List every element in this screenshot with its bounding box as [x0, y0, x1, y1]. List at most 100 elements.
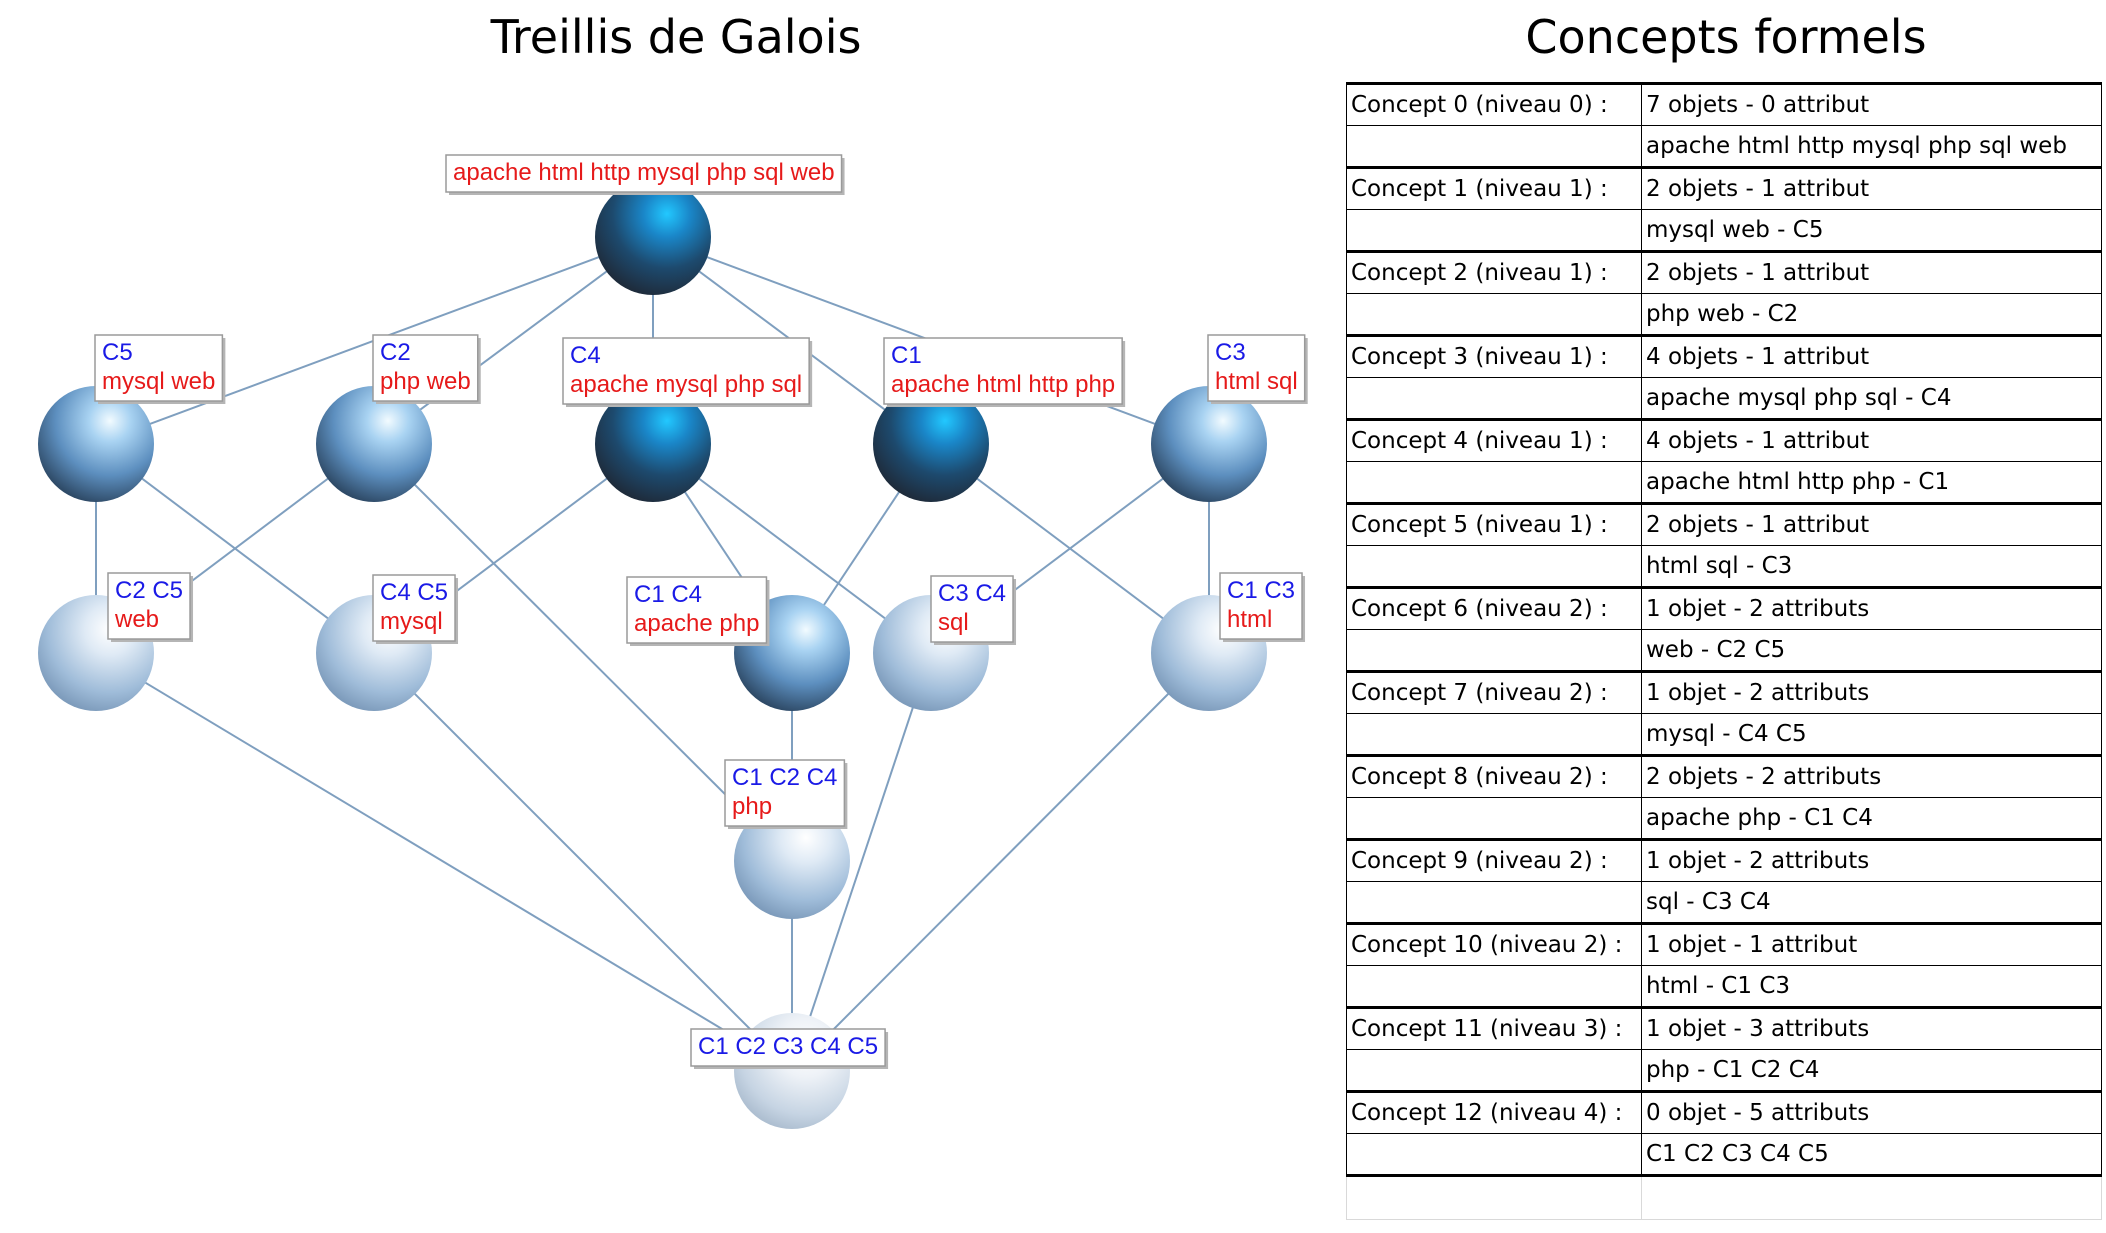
node-intent-label: apache php [634, 610, 759, 637]
concept-name-cell: Concept 3 (niveau 1) : [1346, 334, 1642, 378]
concept-node[interactable] [734, 803, 850, 919]
empty-cell [1346, 629, 1642, 672]
concept-detail-cell: php - C1 C2 C4 [1641, 1049, 2102, 1092]
concept-row: Concept 4 (niveau 1) :4 objets - 1 attri… [1346, 418, 2102, 462]
lattice-edge [791, 652, 932, 1072]
node-label: apache html http mysql php sql web [445, 154, 845, 195]
concept-name-cell: Concept 7 (niveau 2) : [1346, 670, 1642, 714]
concept-detail-cell: apache html http mysql php sql web [1641, 125, 2102, 168]
concept-node[interactable] [1151, 386, 1267, 502]
node-extent-label: C3 [1215, 339, 1246, 366]
concept-name-cell: Concept 10 (niveau 2) : [1346, 922, 1642, 966]
node-intent-label: apache html http php [891, 371, 1115, 398]
concept-summary-cell: 7 objets - 0 attribut [1641, 82, 2102, 126]
concept-summary-cell: 1 objet - 1 attribut [1641, 922, 2102, 966]
node-extent-label: C1 C2 C4 [732, 764, 837, 791]
concept-node[interactable] [595, 386, 711, 502]
concept-node[interactable] [873, 386, 989, 502]
concept-detail-cell: html - C1 C3 [1641, 965, 2102, 1008]
formal-concepts-table: Concept 0 (niveau 0) :7 objets - 0 attri… [1346, 82, 2102, 1220]
lattice-edge [373, 443, 793, 862]
concept-detail-cell: apache mysql php sql - C4 [1641, 377, 2102, 420]
empty-cell [1346, 713, 1642, 756]
concept-detail-cell: apache html http php - C1 [1641, 461, 2102, 504]
concept-detail-row: apache php - C1 C4 [1346, 797, 2102, 840]
lattice-title: Treillis de Galois [490, 10, 862, 64]
node-extent-label: C1 [891, 342, 922, 369]
concept-row: Concept 3 (niveau 1) :4 objets - 1 attri… [1346, 334, 2102, 378]
concept-row: Concept 12 (niveau 4) :0 objet - 5 attri… [1346, 1090, 2102, 1134]
concept-detail-cell: html sql - C3 [1641, 545, 2102, 588]
empty-cell [1346, 1049, 1642, 1092]
concept-row: Concept 1 (niveau 1) :2 objets - 1 attri… [1346, 166, 2102, 210]
node-intent-label: html sql [1215, 368, 1298, 395]
concept-detail-cell: mysql - C4 C5 [1641, 713, 2102, 756]
concept-name-cell: Concept 4 (niveau 1) : [1346, 418, 1642, 462]
node-intent-label: html [1227, 606, 1272, 633]
concept-node[interactable] [595, 179, 711, 295]
concept-name-cell: Concept 9 (niveau 2) : [1346, 838, 1642, 882]
concept-summary-cell: 4 objets - 1 attribut [1641, 418, 2102, 462]
concept-detail-row: mysql - C4 C5 [1346, 713, 2102, 756]
concept-summary-cell: 0 objet - 5 attributs [1641, 1090, 2102, 1134]
node-extent-label: C4 [570, 342, 601, 369]
node-intent-label: php [732, 793, 772, 820]
node-intent-label: php web [380, 368, 471, 395]
concept-row: Concept 6 (niveau 2) :1 objet - 2 attrib… [1346, 586, 2102, 630]
concept-name-cell: Concept 0 (niveau 0) : [1346, 82, 1642, 126]
concept-detail-row: apache html http mysql php sql web [1346, 125, 2102, 168]
empty-table-row [1346, 1174, 2102, 1220]
concept-detail-cell: web - C2 C5 [1641, 629, 2102, 672]
concept-summary-cell: 2 objets - 1 attribut [1641, 250, 2102, 294]
concept-row: Concept 2 (niveau 1) :2 objets - 1 attri… [1346, 250, 2102, 294]
empty-cell [1346, 461, 1642, 504]
concept-summary-cell: 1 objet - 3 attributs [1641, 1006, 2102, 1050]
concept-row: Concept 10 (niveau 2) :1 objet - 1 attri… [1346, 922, 2102, 966]
empty-cell [1346, 209, 1642, 252]
concept-detail-row: html - C1 C3 [1346, 965, 2102, 1008]
node-intent-label: web [114, 606, 159, 633]
concept-summary-cell: 4 objets - 1 attribut [1641, 334, 2102, 378]
concept-detail-row: C1 C2 C3 C4 C5 [1346, 1133, 2102, 1177]
node-extent-label: C1 C4 [634, 581, 702, 608]
empty-cell [1641, 1174, 2102, 1220]
concept-row: Concept 0 (niveau 0) :7 objets - 0 attri… [1346, 82, 2102, 126]
node-extent-label: C2 [380, 339, 411, 366]
concept-detail-cell: apache php - C1 C4 [1641, 797, 2102, 840]
concept-detail-row: php web - C2 [1346, 293, 2102, 336]
node-extent-label: C5 [102, 339, 133, 366]
lattice-edge [373, 652, 793, 1072]
concept-row: Concept 11 (niveau 3) :1 objet - 3 attri… [1346, 1006, 2102, 1050]
concept-summary-cell: 2 objets - 1 attribut [1641, 502, 2102, 546]
concept-detail-cell: sql - C3 C4 [1641, 881, 2102, 924]
empty-cell [1346, 125, 1642, 168]
node-intent-label: apache mysql php sql [570, 371, 802, 398]
empty-cell [1346, 1174, 1642, 1220]
concept-detail-row: mysql web - C5 [1346, 209, 2102, 252]
concept-detail-row: web - C2 C5 [1346, 629, 2102, 672]
node-intent-label: mysql [380, 608, 443, 635]
lattice-edge [791, 652, 1210, 1072]
node-extent-label: C1 C3 [1227, 577, 1295, 604]
node-intent-label: apache html http mysql php sql web [453, 159, 835, 186]
node-extent-label: C2 C5 [115, 577, 183, 604]
concept-detail-cell: php web - C2 [1641, 293, 2102, 336]
concept-node[interactable] [38, 386, 154, 502]
concepts-table-title: Concepts formels [1525, 10, 1927, 64]
concept-name-cell: Concept 6 (niveau 2) : [1346, 586, 1642, 630]
concept-detail-row: php - C1 C2 C4 [1346, 1049, 2102, 1092]
lattice-edge [95, 652, 793, 1072]
concept-row: Concept 5 (niveau 1) :2 objets - 1 attri… [1346, 502, 2102, 546]
node-intent-label: mysql web [102, 368, 215, 395]
empty-cell [1346, 1133, 1642, 1177]
concept-node[interactable] [316, 386, 432, 502]
concept-detail-cell: C1 C2 C3 C4 C5 [1641, 1133, 2102, 1177]
node-extent-label: C4 C5 [380, 579, 448, 606]
node-extent-label: C1 C2 C3 C4 C5 [698, 1033, 878, 1060]
